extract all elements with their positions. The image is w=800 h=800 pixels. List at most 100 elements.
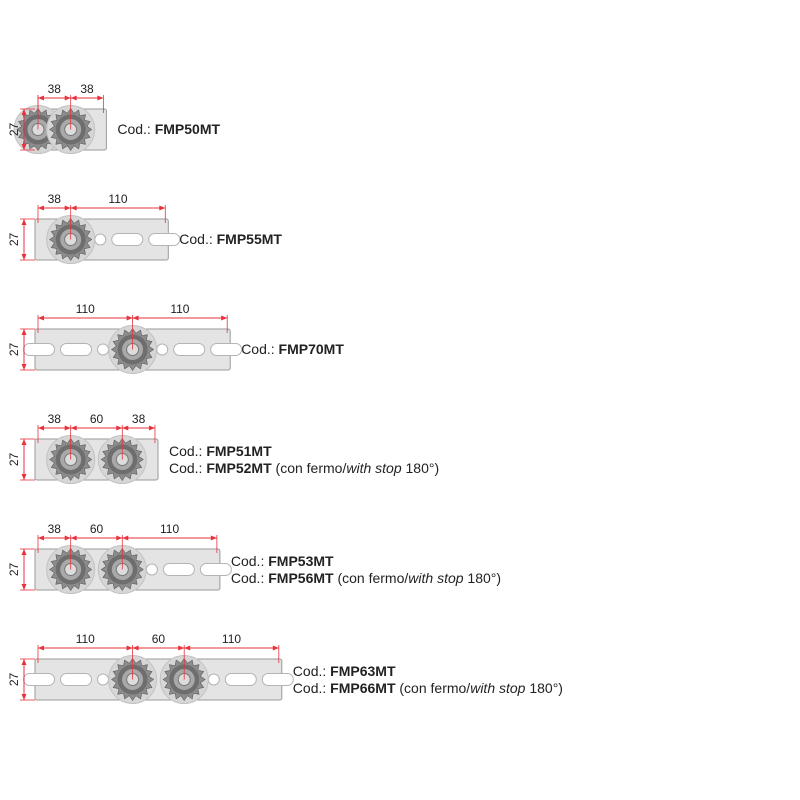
arrow-head xyxy=(272,645,279,651)
arrow-head xyxy=(21,474,27,480)
code-note-end: 180°) xyxy=(401,459,440,476)
dimension-segment: 38 xyxy=(38,192,71,211)
round-hole xyxy=(145,563,158,576)
slot-hole xyxy=(210,343,243,356)
height-label: 27 xyxy=(7,123,21,137)
dimension-segment: 60 xyxy=(70,412,123,431)
dimension-segment: 38 xyxy=(38,522,71,541)
code-note-italic: with stop xyxy=(408,569,464,586)
slot-hole xyxy=(224,673,257,686)
code-note-end: 180°) xyxy=(525,679,563,696)
height-dimension: 27 xyxy=(7,218,35,261)
dimension-label: 60 xyxy=(90,522,104,536)
arrow-head xyxy=(221,315,228,321)
plate-item-1: 38 38 27 xyxy=(7,82,107,154)
arrow-head xyxy=(70,205,77,211)
arrow-head xyxy=(38,205,44,211)
dimension-segment: 60 xyxy=(132,632,185,651)
round-hole xyxy=(94,233,107,246)
slot-hole xyxy=(162,563,195,576)
arrow-head xyxy=(126,645,133,651)
dimension-label: 38 xyxy=(48,412,62,426)
code-note-end: 180°) xyxy=(463,569,502,586)
hole-pattern xyxy=(145,563,232,576)
arrow-head xyxy=(38,535,44,541)
arrow-head xyxy=(70,425,77,431)
height-dimension: 27 xyxy=(7,108,35,151)
arrow-head xyxy=(97,95,104,101)
product-code: FMP56MT xyxy=(268,569,334,586)
arrow-head xyxy=(21,694,27,700)
arrow-head xyxy=(132,315,139,321)
arrow-head xyxy=(70,95,77,101)
slot-hole xyxy=(261,673,294,686)
hole-pattern xyxy=(94,233,181,246)
arrow-head xyxy=(21,254,27,260)
arrow-head xyxy=(64,205,71,211)
arrow-head xyxy=(38,645,44,651)
code-note: (con fermo/ xyxy=(395,679,471,696)
arrow-head xyxy=(122,535,129,541)
slot-hole xyxy=(23,673,55,686)
code-prefix: Cod.: xyxy=(168,459,207,476)
code-prefix: Cod.: xyxy=(168,442,207,459)
arrow-head xyxy=(64,95,71,101)
code-line: Cod.: FMP70MT xyxy=(241,341,344,358)
code-prefix: Cod.: xyxy=(230,552,269,569)
product-code: FMP50MT xyxy=(154,121,221,137)
round-hole xyxy=(97,673,109,686)
arrow-head xyxy=(210,535,217,541)
dimension-label: 110 xyxy=(108,192,127,206)
slot-hole xyxy=(173,343,206,356)
dimension-label: 110 xyxy=(76,302,95,316)
arrow-head xyxy=(126,315,133,321)
hole-pattern xyxy=(23,343,109,356)
arrow-head xyxy=(21,659,27,665)
dimension-segment: 38 xyxy=(38,82,71,101)
code-note: (con fermo/ xyxy=(271,459,347,476)
dimension-label: 60 xyxy=(90,412,104,426)
slot-hole xyxy=(60,343,92,356)
height-dimension: 27 xyxy=(7,328,35,371)
dimension-segment: 110 xyxy=(38,302,133,321)
arrow-head xyxy=(21,219,27,225)
code-line: Cod.: FMP55MT xyxy=(179,231,282,248)
slot-hole xyxy=(23,343,55,356)
dimension-segment: 110 xyxy=(70,192,166,211)
dimension-segment: 110 xyxy=(122,522,217,541)
slot-hole xyxy=(199,563,232,576)
dimension-label: 38 xyxy=(48,522,62,536)
arrow-head xyxy=(122,425,129,431)
code-prefix: Cod.: xyxy=(117,121,155,137)
round-hole xyxy=(156,343,169,356)
dimension-label: 38 xyxy=(48,192,62,206)
dimension-label: 110 xyxy=(170,302,189,316)
arrow-head xyxy=(38,315,44,321)
arrow-head xyxy=(116,535,123,541)
arrow-head xyxy=(21,584,27,590)
arrow-head xyxy=(159,205,166,211)
product-code: FMP66MT xyxy=(330,679,396,696)
code-line: Cod.: FMP63MT xyxy=(293,663,396,680)
dimension-segment: 110 xyxy=(38,632,133,651)
product-code: FMP63MT xyxy=(330,662,396,679)
dimension-label: 60 xyxy=(152,632,166,646)
product-code: FMP52MT xyxy=(206,459,272,476)
plate-item-2: 38 110 27 xyxy=(7,192,181,264)
arrow-head xyxy=(64,425,71,431)
product-code: FMP51MT xyxy=(206,442,272,459)
height-dimension: 27 xyxy=(7,658,35,701)
dimension-label: 110 xyxy=(222,632,241,646)
arrow-head xyxy=(21,144,27,150)
arrow-head xyxy=(132,645,139,651)
dimension-segment: 38 xyxy=(70,82,104,101)
code-line: Cod.: FMP66MT (con fermo/with stop 180°) xyxy=(293,680,563,697)
arrow-head xyxy=(70,535,77,541)
dimension-segment: 38 xyxy=(122,412,155,431)
height-dimension: 27 xyxy=(7,438,35,481)
dimension-label: 38 xyxy=(80,82,94,96)
code-line: Cod.: FMP51MT xyxy=(169,443,272,460)
arrow-head xyxy=(116,425,123,431)
plate-item-4: 38 60 38 27 xyxy=(7,412,159,484)
